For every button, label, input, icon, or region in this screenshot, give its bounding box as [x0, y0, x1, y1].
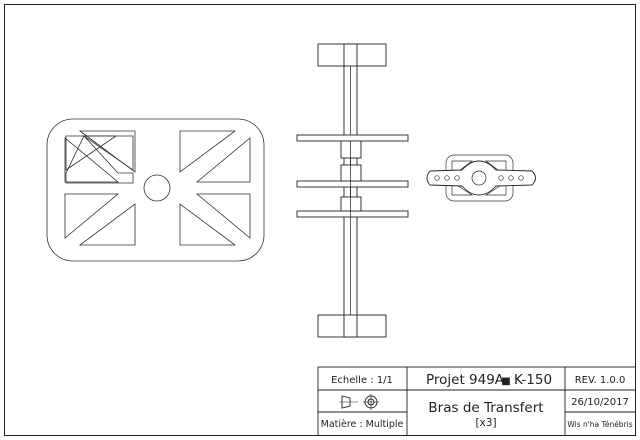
spacer-1 [340, 140, 362, 159]
revision-label: REV. 1.0.0 [575, 375, 626, 386]
spacer-2 [340, 164, 362, 182]
title-block [317, 366, 636, 436]
project-name: Projet 949A [426, 372, 505, 388]
bottom-cap [317, 314, 387, 338]
project-line: Projet 949A ■ K-150 [426, 372, 552, 388]
top-cap [317, 43, 387, 67]
spacer-3 [340, 196, 362, 212]
part-title: Bras de Transfert [428, 400, 543, 416]
quantity-label: [x3] [475, 417, 496, 429]
plate-1 [296, 134, 409, 142]
author-label: Wis n'ha Ténébris [567, 420, 632, 429]
scale-label: Echelle : 1/1 [331, 375, 393, 386]
front-view-servo-arm [426, 154, 536, 202]
material-label: Matière : Multiple [321, 419, 404, 430]
frame-center-hole [143, 174, 171, 202]
date-label: 26/10/2017 [571, 397, 629, 408]
project-separator: ■ [501, 376, 510, 387]
side-view-shaft [296, 43, 409, 338]
plate-3 [296, 210, 409, 218]
plate-2 [296, 180, 409, 188]
third-angle-projection-icon [339, 394, 379, 410]
part-number: K-150 [514, 372, 552, 388]
top-view-frame [46, 118, 265, 262]
